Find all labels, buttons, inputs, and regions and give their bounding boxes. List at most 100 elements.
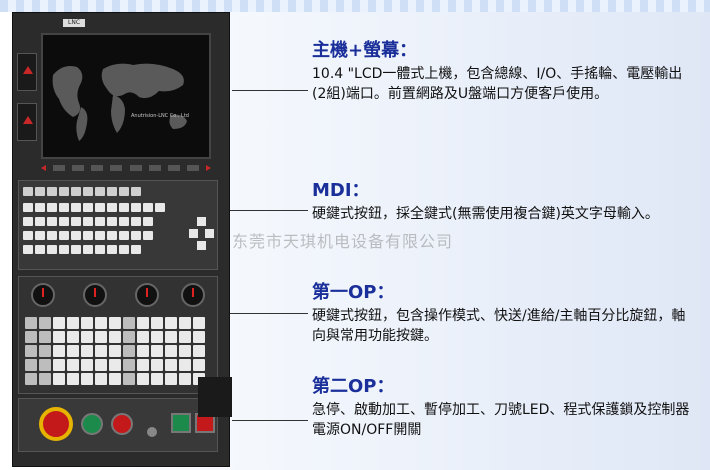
mdi-key <box>59 203 69 212</box>
mdi-key <box>131 187 141 196</box>
mdi-function-row <box>23 187 141 196</box>
mdi-key <box>71 217 81 226</box>
mdi-key <box>95 231 105 240</box>
mdi-key <box>95 217 105 226</box>
soft-key <box>91 165 104 171</box>
emergency-stop-button <box>39 407 73 441</box>
mdi-key <box>119 203 129 212</box>
mdi-key <box>59 245 69 254</box>
mdi-key <box>107 245 117 254</box>
mdi-key <box>95 187 105 196</box>
arrow-left-key <box>189 229 198 238</box>
mdi-key <box>83 231 93 240</box>
mdi-key <box>23 217 33 226</box>
side-button-upper <box>17 53 37 91</box>
mdi-key <box>35 217 45 226</box>
override-dial <box>31 283 55 307</box>
mdi-keypad <box>18 180 218 270</box>
mdi-key <box>131 217 141 226</box>
mdi-row <box>23 245 141 254</box>
mdi-key <box>47 231 57 240</box>
mdi-key <box>71 245 81 254</box>
annotation-mdi: MDI： 硬鍵式按鈕，採全鍵式(無需使用複合鍵)英文字母輸入。 <box>312 180 692 224</box>
mdi-key <box>35 187 45 196</box>
screen-brand-text: Anutrision-LNC Co., Ltd <box>131 113 189 119</box>
program-protect-key-icon <box>147 427 157 437</box>
annotation-title: MDI： <box>312 180 370 201</box>
feed-hold-button <box>111 413 133 435</box>
mdi-key <box>119 231 129 240</box>
annotation-body: 急停、啟動加工、暫停加工、刀號LED、程式保護鎖及控制器電源ON/OFF開關 <box>312 402 690 438</box>
cycle-start-button <box>81 413 103 435</box>
override-dial <box>181 283 205 307</box>
soft-key <box>167 165 180 171</box>
connector-line-op1 <box>230 313 308 314</box>
connector-line-screen <box>232 90 308 91</box>
soft-key <box>186 165 199 171</box>
mdi-key <box>47 203 57 212</box>
mdi-key <box>59 231 69 240</box>
mdi-key <box>71 187 81 196</box>
mdi-key <box>23 231 33 240</box>
mdi-key <box>35 231 45 240</box>
soft-key <box>148 165 161 171</box>
soft-key <box>129 165 142 171</box>
mdi-key <box>119 245 129 254</box>
annotation-title: 第二OP： <box>312 376 395 397</box>
mdi-key <box>83 187 93 196</box>
mdi-key <box>107 203 117 212</box>
first-op-panel <box>18 276 218 394</box>
annotation-body: 10.4 "LCD一體式上機，包含總線、I/O、手搖輪、電壓輸出(2組)端口。前… <box>312 66 683 102</box>
tool-number-led-housing <box>198 377 232 417</box>
mdi-key <box>47 217 57 226</box>
soft-key <box>41 165 46 171</box>
annotation-op2: 第二OP： 急停、啟動加工、暫停加工、刀號LED、程式保護鎖及控制器電源ON/O… <box>312 376 692 440</box>
mdi-key <box>143 231 153 240</box>
side-button-lower <box>17 103 37 141</box>
arrow-down-key <box>197 241 206 250</box>
mdi-key <box>131 245 141 254</box>
brand-tag: LNC <box>63 19 85 27</box>
soft-key <box>110 165 123 171</box>
mdi-key <box>83 245 93 254</box>
override-dial <box>83 283 107 307</box>
annotation-body: 硬鍵式按鈕，採全鍵式(無需使用複合鍵)英文字母輸入。 <box>312 206 659 222</box>
soft-key <box>72 165 85 171</box>
lcd-screen: Anutrision-LNC Co., Ltd <box>41 33 211 159</box>
mdi-key <box>23 203 33 212</box>
mdi-key <box>59 217 69 226</box>
mdi-key <box>95 245 105 254</box>
arrow-up-icon <box>23 116 33 124</box>
mdi-key <box>83 217 93 226</box>
mdi-key <box>143 217 153 226</box>
mdi-key <box>71 203 81 212</box>
mdi-key <box>119 217 129 226</box>
mdi-key <box>107 187 117 196</box>
mdi-row <box>23 231 153 240</box>
op-button-grid <box>25 317 205 385</box>
mdi-key <box>107 231 117 240</box>
mdi-row <box>23 203 165 212</box>
arrow-right-key <box>205 229 214 238</box>
annotation-screen: 主機+螢幕： 10.4 "LCD一體式上機，包含總線、I/O、手搖輪、電壓輸出(… <box>312 40 692 104</box>
world-map-icon <box>43 35 209 157</box>
arrow-up-icon <box>23 66 33 74</box>
second-op-panel <box>18 398 218 452</box>
mdi-key <box>47 187 57 196</box>
mdi-key <box>35 203 45 212</box>
annotation-body: 硬鍵式按鈕，包含操作模式、快送/進給/主軸百分比旋鈕，軸向與常用功能按鍵。 <box>312 308 686 344</box>
mdi-key <box>23 187 33 196</box>
mdi-key <box>83 203 93 212</box>
soft-key <box>205 165 211 171</box>
mdi-arrow-keys <box>189 217 215 257</box>
soft-keys <box>41 165 211 173</box>
arrow-up-key <box>197 217 206 226</box>
mdi-key <box>59 187 69 196</box>
mdi-key <box>107 217 117 226</box>
annotation-title: 第一OP： <box>312 282 395 303</box>
power-on-button <box>171 413 191 433</box>
mdi-key <box>143 203 153 212</box>
mdi-key <box>155 203 165 212</box>
soft-key <box>53 165 66 171</box>
connector-line-mdi <box>230 210 308 211</box>
